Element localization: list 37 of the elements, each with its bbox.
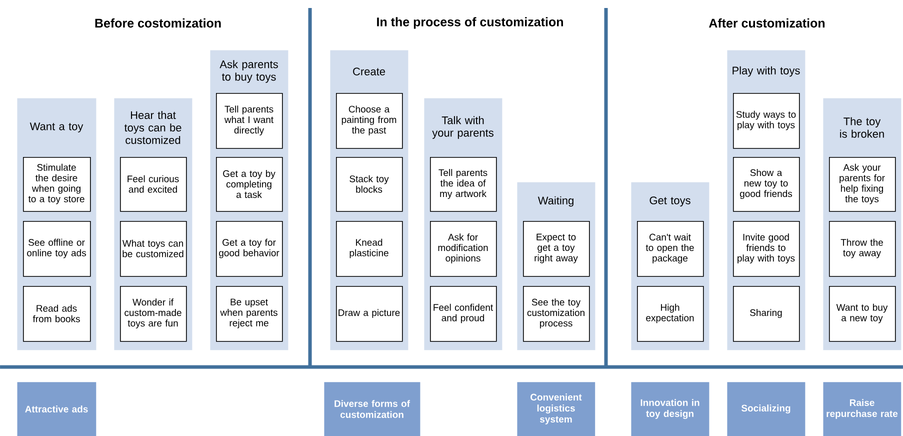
outcome-box: Attractive ads bbox=[17, 382, 96, 436]
activity-box: Feel curious and excited bbox=[120, 156, 187, 212]
activity-box: Want to buy a new toy bbox=[829, 286, 896, 342]
activity-box: Study ways to play with toys bbox=[733, 93, 800, 149]
activity-box: Stack toy blocks bbox=[336, 156, 403, 212]
activity-box: Invite good friends to play with toys bbox=[733, 220, 800, 277]
outcome-box: Innovation in toy design bbox=[631, 382, 710, 436]
activity-box: Draw a picture bbox=[336, 286, 403, 342]
outcome-box: Convenient logistics system bbox=[517, 382, 596, 436]
section-heading: In the process of customization bbox=[377, 17, 563, 29]
activity-box: High expectation bbox=[637, 286, 704, 342]
activity-box: See offline or online toy ads bbox=[23, 220, 91, 277]
activity-box: Expect to get a toy right away bbox=[523, 220, 590, 277]
activity-box: Feel confident and proud bbox=[430, 286, 497, 342]
outcome-box: Socializing bbox=[727, 382, 806, 436]
activity-box: Get a toy by completing a task bbox=[216, 156, 283, 212]
activity-box: Sharing bbox=[733, 286, 800, 342]
outcome-box: Raise repurchase rate bbox=[823, 382, 902, 436]
activity-box: Be upset when parents reject me bbox=[216, 286, 283, 342]
activity-box: Can't wait to open the package bbox=[637, 220, 704, 277]
activity-box: See the toy customization process bbox=[523, 286, 590, 342]
activity-box: Throw the toy away bbox=[829, 220, 896, 277]
activity-box: Choose a painting from the past bbox=[336, 93, 403, 149]
section-heading: Before costomization bbox=[95, 18, 221, 28]
activity-box: Read ads from books bbox=[23, 286, 91, 342]
outcome-box: Diverse forms of customization bbox=[324, 382, 420, 436]
activity-box: Get a toy for good behavior bbox=[216, 220, 283, 277]
activity-box: Ask for modification opinions bbox=[430, 220, 497, 277]
activity-box: Ask your parents for help fixing the toys bbox=[829, 156, 896, 212]
activity-box: What toys can be customized bbox=[120, 220, 187, 277]
activity-box: Show a new toy to good friends bbox=[733, 156, 800, 212]
activity-box: Wonder if custom-made toys are fun bbox=[120, 286, 187, 342]
activity-box: Knead plasticine bbox=[336, 220, 403, 277]
activity-box: Stimulate the desire when going to a toy store bbox=[23, 156, 91, 212]
activity-box: Tell parents the idea of my artwork bbox=[430, 156, 497, 212]
section-heading: After customization bbox=[708, 18, 825, 28]
activity-box: Tell parents what I want directly bbox=[216, 93, 283, 149]
